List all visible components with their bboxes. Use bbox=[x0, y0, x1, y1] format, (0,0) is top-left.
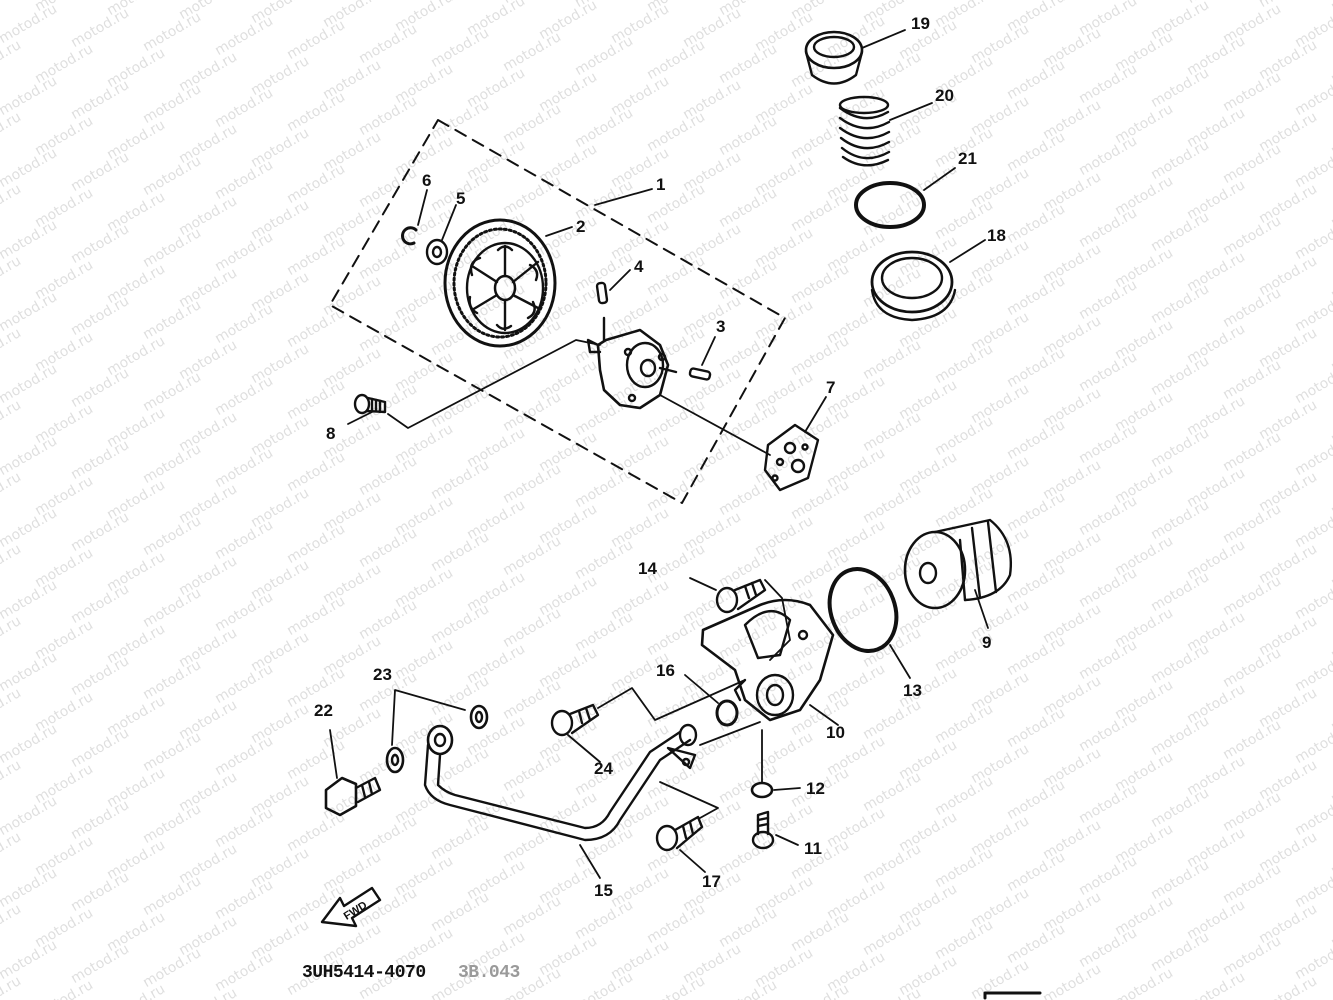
callout-13: 13 bbox=[903, 681, 922, 700]
part-6-circlip bbox=[401, 226, 418, 246]
callout-5: 5 bbox=[456, 189, 466, 208]
callout-14: 14 bbox=[638, 559, 657, 578]
callout-11: 11 bbox=[804, 839, 822, 858]
part-22-union-bolt bbox=[324, 729, 382, 817]
callout-16: 16 bbox=[656, 661, 675, 680]
part-4-dowel-pin bbox=[595, 281, 609, 305]
part-20-spring bbox=[838, 95, 933, 167]
part-code-faded: 3B.043 bbox=[458, 963, 520, 983]
callout-2: 2 bbox=[576, 217, 586, 236]
part-11-bolt bbox=[751, 810, 799, 850]
leader-lines-upper bbox=[347, 188, 827, 456]
part-17-bolt bbox=[655, 781, 719, 873]
part-12-washer bbox=[750, 729, 801, 799]
callout-24: 24 bbox=[594, 759, 613, 778]
callout-22: 22 bbox=[314, 701, 333, 720]
part-19-filter-cap bbox=[804, 29, 906, 85]
callout-4: 4 bbox=[634, 257, 644, 276]
part-9-oil-filter bbox=[903, 518, 1012, 629]
callout-10: 10 bbox=[826, 723, 845, 742]
part-18-filter-housing-cap bbox=[870, 239, 986, 322]
part-2-pump-drive-gear bbox=[443, 218, 557, 348]
callout-1: 1 bbox=[656, 175, 666, 194]
part-5-washer bbox=[425, 238, 449, 266]
part-23-washers bbox=[385, 689, 489, 774]
part-7-gasket bbox=[763, 423, 820, 492]
callout-21: 21 bbox=[958, 149, 977, 168]
callout-9: 9 bbox=[982, 633, 992, 652]
part-10-filter-housing bbox=[700, 579, 839, 726]
callout-12: 12 bbox=[806, 779, 825, 798]
part-15-oil-pipe bbox=[423, 721, 761, 879]
part-21-o-ring bbox=[854, 167, 956, 229]
part-13-o-ring bbox=[827, 567, 911, 679]
callout-18: 18 bbox=[987, 226, 1006, 245]
part-8-screw bbox=[353, 393, 387, 415]
oil-pump-body bbox=[586, 316, 678, 410]
callout-8: 8 bbox=[326, 424, 336, 443]
callout-15: 15 bbox=[594, 881, 613, 900]
part-14-bolt bbox=[689, 577, 767, 614]
callout-20: 20 bbox=[935, 86, 954, 105]
part-3-pin bbox=[688, 367, 712, 381]
part-16-o-ring bbox=[684, 674, 739, 727]
fwd-arrow-icon bbox=[320, 886, 382, 928]
part-24-bolt bbox=[550, 679, 746, 763]
callout-7: 7 bbox=[826, 378, 836, 397]
callout-3: 3 bbox=[716, 317, 726, 336]
callout-23: 23 bbox=[373, 665, 392, 684]
callout-6: 6 bbox=[422, 171, 432, 190]
oil-pump-assembly-boundary bbox=[329, 119, 786, 504]
callout-17: 17 bbox=[702, 872, 721, 891]
page-corner-fragment bbox=[983, 991, 1042, 1000]
part-code: 3UH5414-4070 bbox=[302, 963, 426, 983]
callout-19: 19 bbox=[911, 14, 930, 33]
